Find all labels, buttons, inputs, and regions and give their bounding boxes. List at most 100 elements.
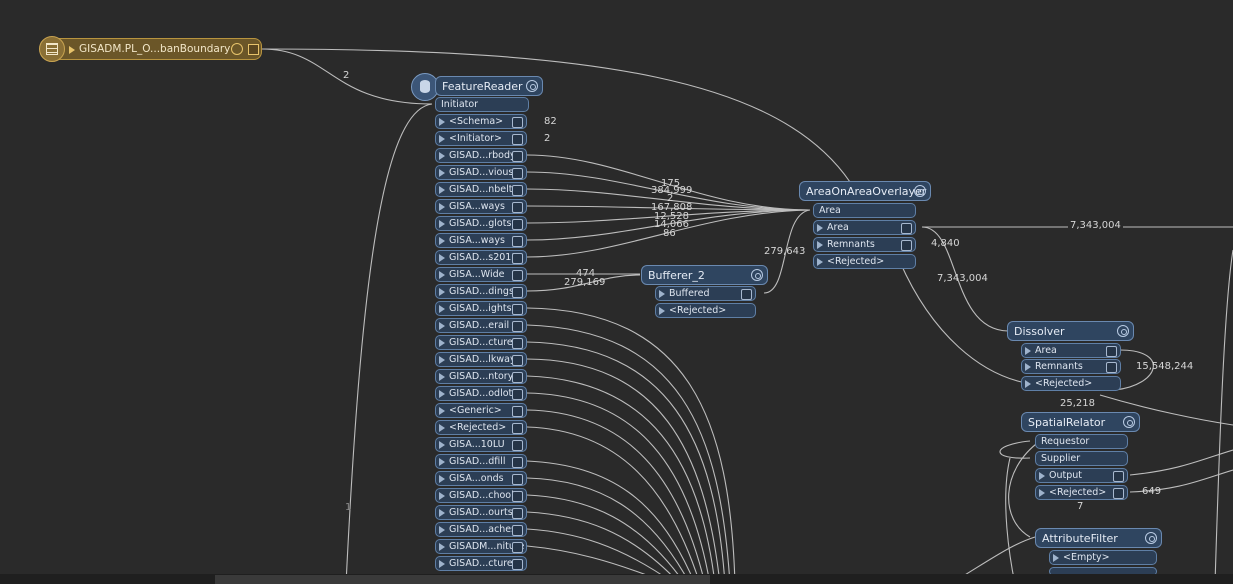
gear-icon[interactable] [1145,532,1157,544]
expand-arrow-icon[interactable] [439,441,445,449]
expand-arrow-icon[interactable] [659,307,665,315]
expand-arrow-icon[interactable] [439,373,445,381]
featurereader-output-port[interactable]: GISAD...ntory [435,369,527,384]
expand-arrow-icon[interactable] [439,169,445,177]
gear-icon[interactable] [914,185,926,197]
port-box[interactable] [512,287,523,298]
expand-arrow-icon[interactable] [439,543,445,551]
overlayer-port-area[interactable]: Area [813,220,916,235]
expand-arrow-icon[interactable] [439,390,445,398]
port-box[interactable] [1113,471,1124,482]
featurereader-output-port[interactable]: GISA...10LU [435,437,527,452]
featurereader-output-port[interactable]: GISAD...chool [435,488,527,503]
attributefilter-header[interactable]: AttributeFilter [1035,528,1162,548]
featurereader-output-port[interactable]: GISAD...lkway [435,352,527,367]
expand-arrow-icon[interactable] [817,258,823,266]
expand-arrow-icon[interactable] [439,322,445,330]
port-box[interactable] [512,202,523,213]
featurereader-output-port[interactable]: <Schema> [435,114,527,129]
featurereader-output-port[interactable]: GISAD...dings [435,284,527,299]
bufferer-port-buffered[interactable]: Buffered [655,286,756,301]
dissolver-port-area[interactable]: Area [1021,343,1121,358]
dissolver-port-rejected[interactable]: <Rejected> [1021,376,1121,391]
port-box[interactable] [901,240,912,251]
featurereader-output-port[interactable]: GISAD...odlot [435,386,527,401]
featurereader-output-port[interactable]: <Rejected> [435,420,527,435]
port-box[interactable] [1106,346,1117,357]
featurereader-header[interactable]: FeatureReader [435,76,543,96]
expand-arrow-icon[interactable] [439,526,445,534]
port-box[interactable] [512,406,523,417]
expand-arrow-icon[interactable] [439,203,445,211]
expand-arrow-icon[interactable] [439,407,445,415]
expand-arrow-icon[interactable] [439,560,445,568]
expand-arrow-icon[interactable] [439,237,445,245]
gear-icon[interactable] [231,43,243,55]
port-box[interactable] [512,304,523,315]
expand-arrow-icon[interactable] [439,220,445,228]
port-box[interactable] [1113,488,1124,499]
expand-arrow-icon[interactable] [817,224,823,232]
port-box[interactable] [512,117,523,128]
featurereader-output-port[interactable]: GISAD...nbelt [435,182,527,197]
expand-arrow-icon[interactable] [1025,347,1031,355]
port-box[interactable] [512,219,523,230]
featurereader-output-port[interactable]: GISADM...niture [435,539,527,554]
output-port-box[interactable] [248,44,259,55]
port-box[interactable] [512,270,523,281]
featurereader-output-port[interactable]: GISAD...ourts [435,505,527,520]
gear-icon[interactable] [526,80,538,92]
expand-arrow-icon[interactable] [1039,489,1045,497]
featurereader-output-port[interactable]: GISA...Wide [435,267,527,282]
expand-arrow-icon[interactable] [439,492,445,500]
port-box[interactable] [512,542,523,553]
port-box[interactable] [512,134,523,145]
featurereader-output-port[interactable]: GISAD...s2011 [435,250,527,265]
expand-arrow-icon[interactable] [69,46,75,54]
port-box[interactable] [512,525,523,536]
overlayer-input-area[interactable]: Area [813,203,916,218]
expand-arrow-icon[interactable] [1053,554,1059,562]
expand-arrow-icon[interactable] [439,254,445,262]
expand-arrow-icon[interactable] [439,305,445,313]
expand-arrow-icon[interactable] [439,118,445,126]
port-box[interactable] [512,321,523,332]
expand-arrow-icon[interactable] [817,241,823,249]
gear-icon[interactable] [1123,416,1135,428]
expand-arrow-icon[interactable] [439,475,445,483]
expand-arrow-icon[interactable] [439,424,445,432]
expand-arrow-icon[interactable] [439,356,445,364]
port-box[interactable] [512,474,523,485]
expand-arrow-icon[interactable] [439,135,445,143]
overlayer-port-remnants[interactable]: Remnants [813,237,916,252]
spatialrelator-port-rejected[interactable]: <Rejected> [1035,485,1128,500]
expand-arrow-icon[interactable] [659,290,665,298]
dissolver-header[interactable]: Dissolver [1007,321,1134,341]
spatialrelator-port-output[interactable]: Output [1035,468,1128,483]
featurereader-output-port[interactable]: GISA...ways [435,233,527,248]
expand-arrow-icon[interactable] [439,186,445,194]
featurereader-output-port[interactable]: GISAD...dfill [435,454,527,469]
expand-arrow-icon[interactable] [1025,380,1031,388]
spatialrelator-input-requestor[interactable]: Requestor [1035,434,1128,449]
bufferer-port-rejected[interactable]: <Rejected> [655,303,756,318]
port-box[interactable] [512,168,523,179]
featurereader-output-port[interactable]: GISAD...vious [435,165,527,180]
featurereader-output-port[interactable]: GISAD...cture [435,335,527,350]
port-box[interactable] [512,440,523,451]
featurereader-output-port[interactable]: <Initiator> [435,131,527,146]
port-box[interactable] [512,355,523,366]
featurereader-output-port[interactable]: GISAD...ights [435,301,527,316]
port-box[interactable] [512,457,523,468]
port-box[interactable] [512,236,523,247]
port-box[interactable] [741,289,752,300]
port-box[interactable] [1106,362,1117,373]
gear-icon[interactable] [1117,325,1129,337]
port-box[interactable] [512,559,523,570]
expand-arrow-icon[interactable] [439,509,445,517]
spatialrelator-input-supplier[interactable]: Supplier [1035,451,1128,466]
featurereader-initiator-port[interactable]: Initiator [435,97,529,112]
bufferer-header[interactable]: Bufferer_2 [641,265,768,285]
featurereader-output-port[interactable]: GISA...onds [435,471,527,486]
